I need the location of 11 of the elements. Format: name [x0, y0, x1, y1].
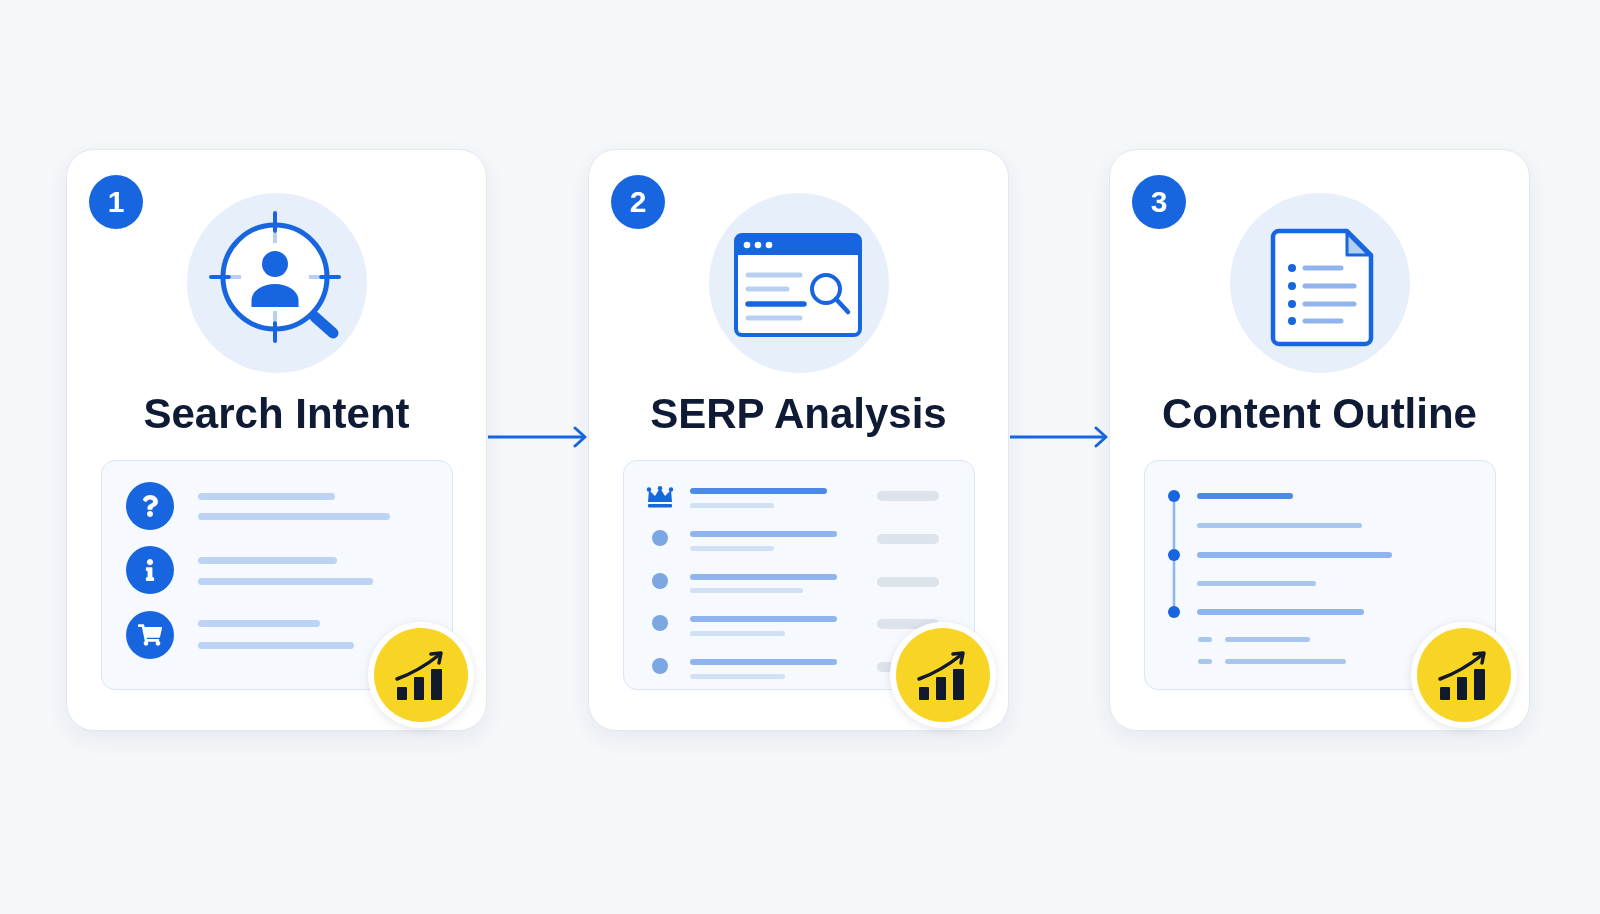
step-card — [1109, 149, 1530, 731]
step-title: Search Intent — [143, 389, 410, 439]
step-number-badge: 2 — [611, 175, 665, 229]
arrow — [488, 426, 587, 448]
step-number-badge: 3 — [1132, 175, 1186, 229]
step-number-badge: 1 — [89, 175, 143, 229]
step-card — [588, 149, 1009, 731]
step-title: Content Outline — [1162, 389, 1477, 439]
step-title: SERP Analysis — [650, 389, 947, 439]
arrow — [1010, 426, 1108, 448]
step-card — [66, 149, 487, 731]
